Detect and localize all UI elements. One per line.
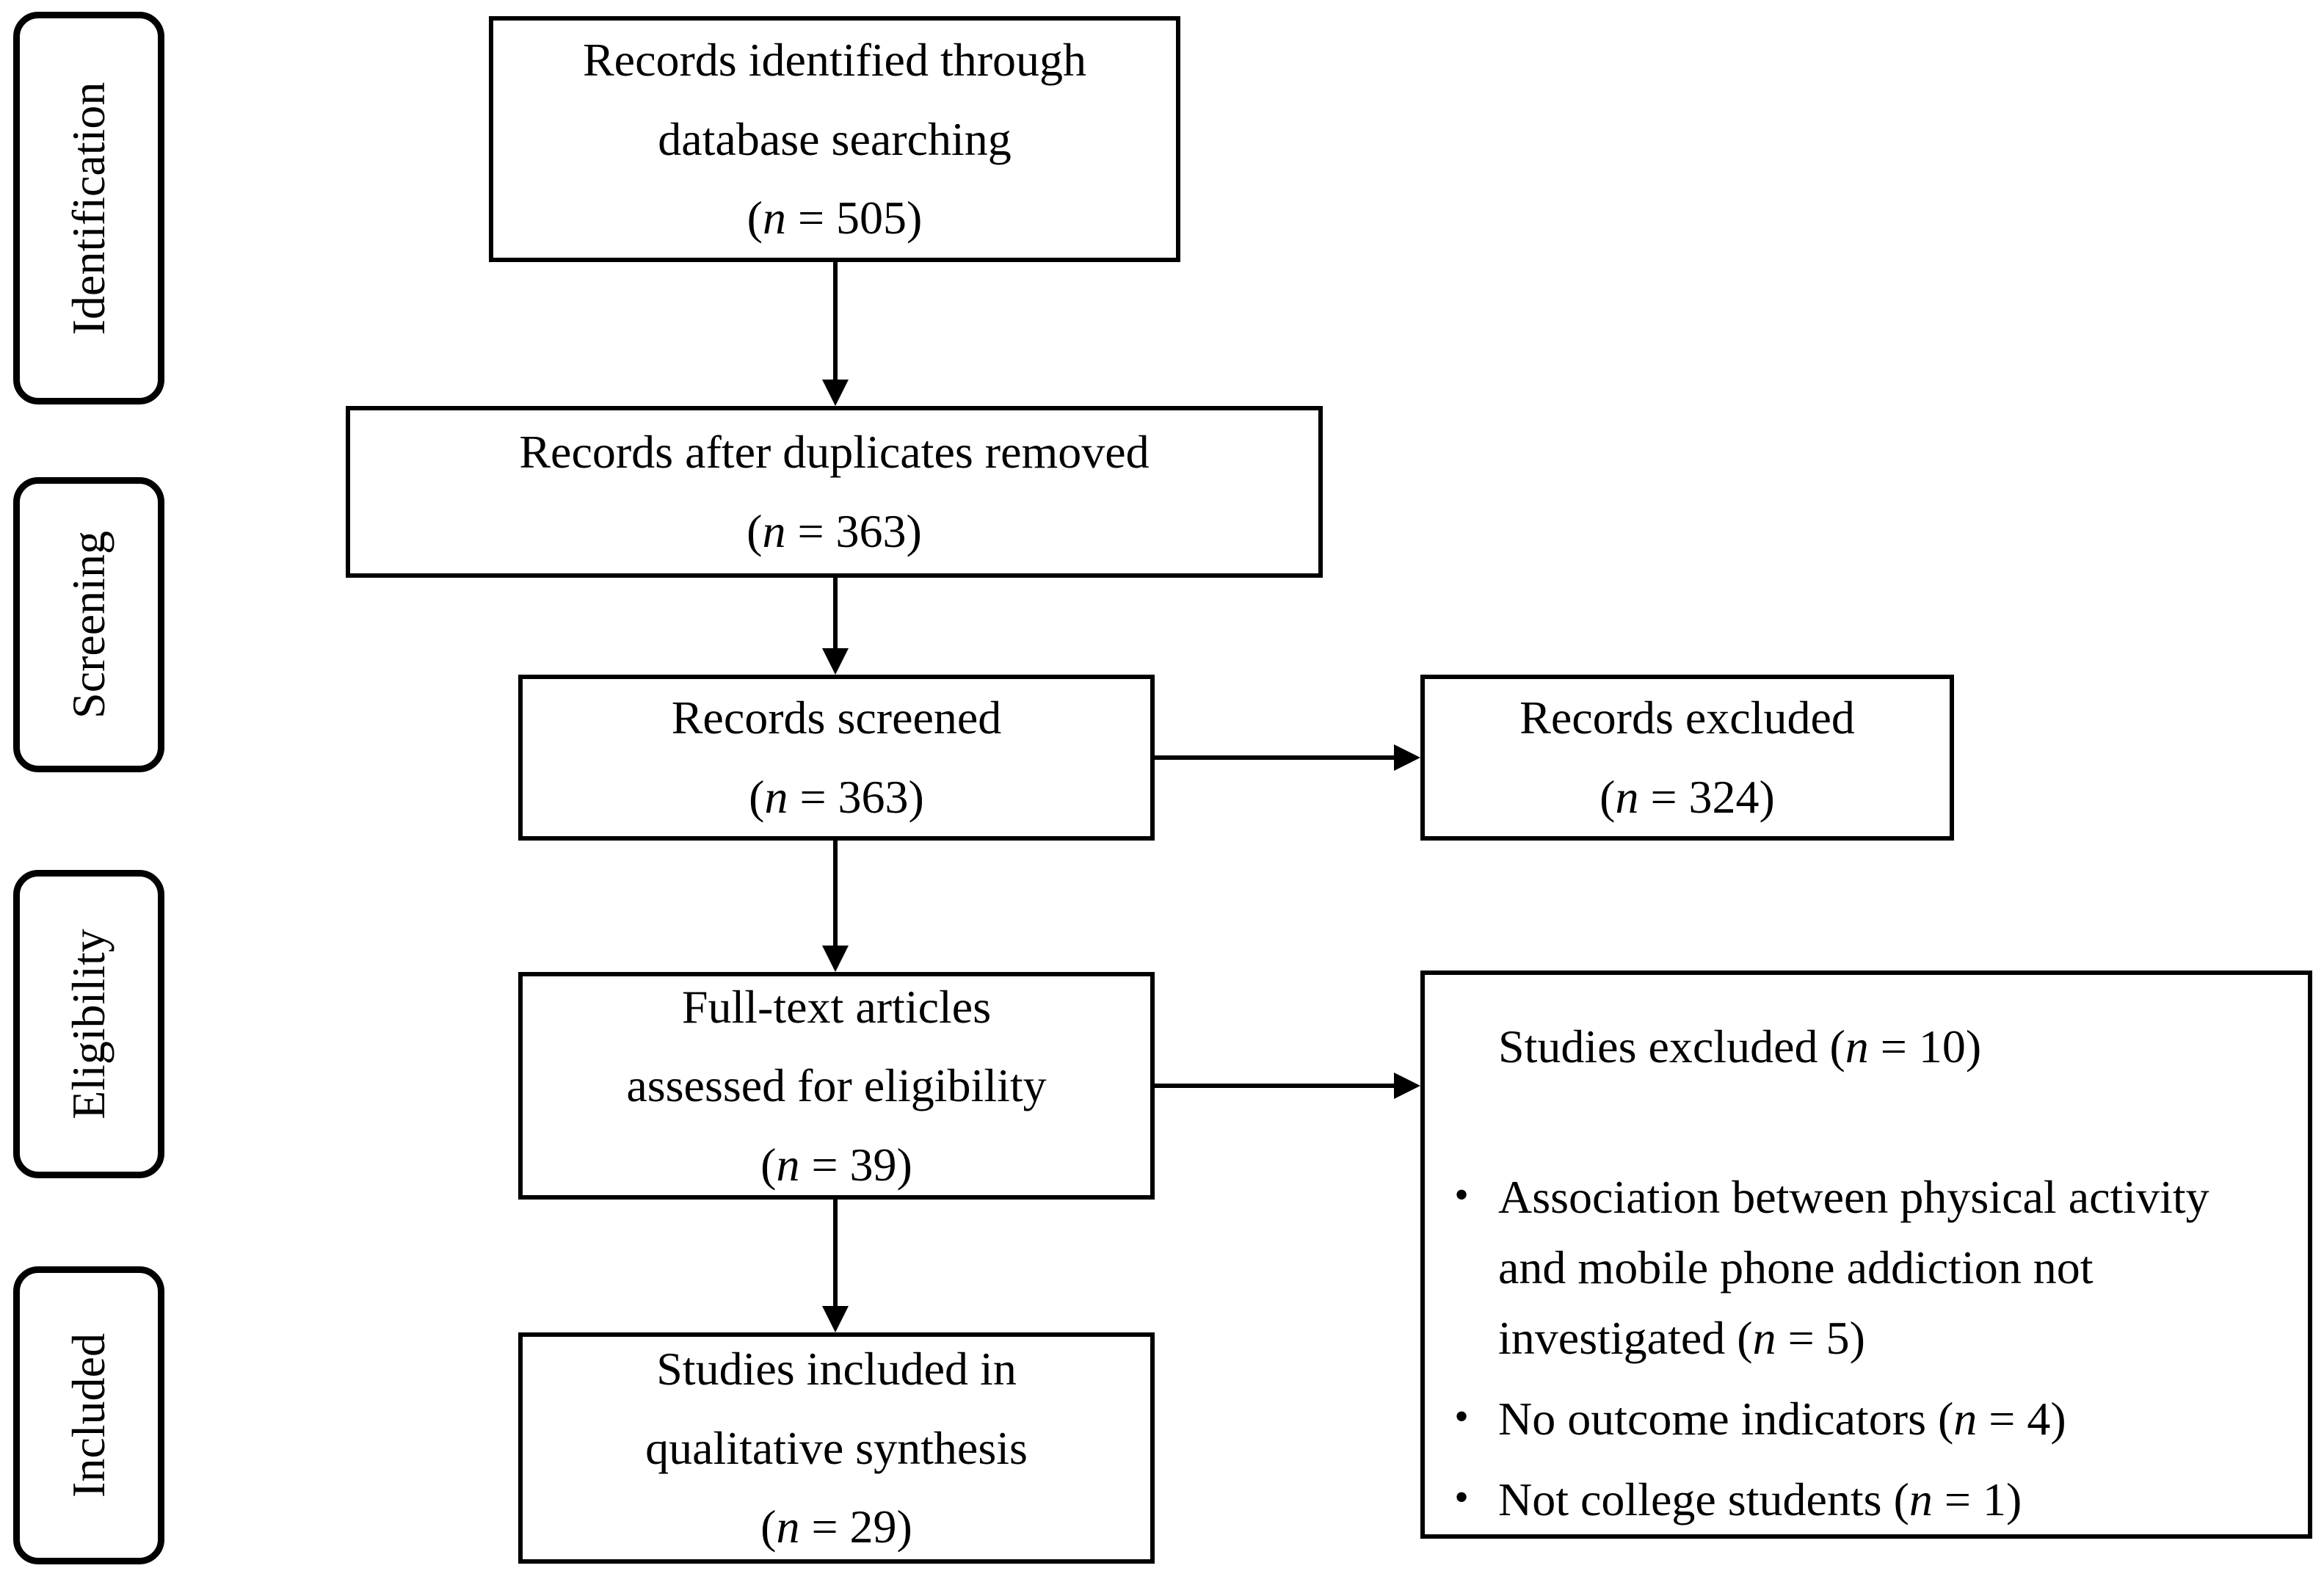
arrowhead-down-icon <box>822 1306 849 1332</box>
box-text-line: database searching <box>658 112 1012 165</box>
box-text-line: Records after duplicates removed <box>519 426 1150 479</box>
box-studies-excluded: Studies excluded (n = 10) • Association … <box>1420 970 2312 1539</box>
arrowhead-down-icon <box>822 946 849 972</box>
stage-label-screening: Screening <box>62 531 115 719</box>
box-records-after-duplicates: Records after duplicates removed (n = 36… <box>346 406 1323 578</box>
box-count: (n = 505) <box>747 192 923 244</box>
studies-excluded-heading: Studies excluded (n = 10) <box>1498 1020 1982 1073</box>
box-count: (n = 363) <box>749 771 924 823</box>
stage-box-included: Included <box>13 1266 164 1564</box>
box-count: (n = 29) <box>760 1501 912 1553</box>
stage-label-identification: Identification <box>62 81 115 335</box>
box-text-line: Records screened <box>671 692 1002 744</box>
bullet-item: • No outcome indicators (n = 4) <box>1425 1384 2308 1465</box>
arrow-down-fulltext-to-included <box>822 1200 849 1332</box>
bullet-text: Association between physical activity an… <box>1498 1170 2209 1364</box>
bullet-item: • Not college students (n = 1) <box>1425 1465 2308 1545</box>
box-records-screened: Records screened (n = 363) <box>518 675 1155 841</box>
arrow-right-screened-to-excluded <box>1155 744 1420 771</box>
stage-box-identification: Identification <box>13 12 164 404</box>
studies-excluded-bullet-list: • Association between physical activity … <box>1425 1162 2308 1545</box>
stage-label-included: Included <box>62 1333 115 1498</box>
box-studies-included: Studies included in qualitative synthesi… <box>518 1332 1155 1564</box>
arrowhead-right-icon <box>1394 744 1420 771</box>
arrow-down-screened-to-fulltext <box>822 841 849 972</box>
box-text-line: qualitative synthesis <box>645 1421 1028 1474</box>
arrow-down-identified-to-duplicates <box>822 262 849 406</box>
bullet-marker: • <box>1454 1393 1469 1440</box>
stage-box-eligibility: Eligibility <box>13 870 164 1178</box>
bullet-text: Not college students (n = 1) <box>1498 1473 2022 1525</box>
stage-label-eligibility: Eligibility <box>62 929 115 1120</box>
box-fulltext-assessed: Full-text articles assessed for eligibil… <box>518 972 1155 1200</box>
box-count: (n = 324) <box>1599 771 1775 823</box>
stage-box-screening: Screening <box>13 477 164 772</box>
bullet-text: No outcome indicators (n = 4) <box>1498 1392 2066 1445</box>
arrowhead-right-icon <box>1394 1073 1420 1099</box>
box-records-excluded: Records excluded (n = 324) <box>1420 675 1954 841</box>
box-text-line: Full-text articles <box>681 980 992 1033</box>
box-records-identified: Records identified through database sear… <box>489 16 1180 262</box>
arrow-down-duplicates-to-screened <box>822 578 849 675</box>
box-count: (n = 363) <box>747 505 922 557</box>
bullet-marker: • <box>1454 1474 1469 1520</box>
box-text-line: Records excluded <box>1519 692 1855 744</box>
box-text-line: assessed for eligibility <box>626 1059 1047 1112</box>
arrow-right-fulltext-to-excluded <box>1155 1073 1420 1099</box>
bullet-marker: • <box>1454 1172 1469 1218</box>
box-text-line: Records identified through <box>582 34 1087 87</box>
box-text-line: Studies included in <box>656 1343 1017 1396</box>
arrowhead-down-icon <box>822 380 849 406</box>
box-count: (n = 39) <box>760 1138 912 1191</box>
bullet-item: • Association between physical activity … <box>1425 1162 2308 1384</box>
arrowhead-down-icon <box>822 648 849 675</box>
